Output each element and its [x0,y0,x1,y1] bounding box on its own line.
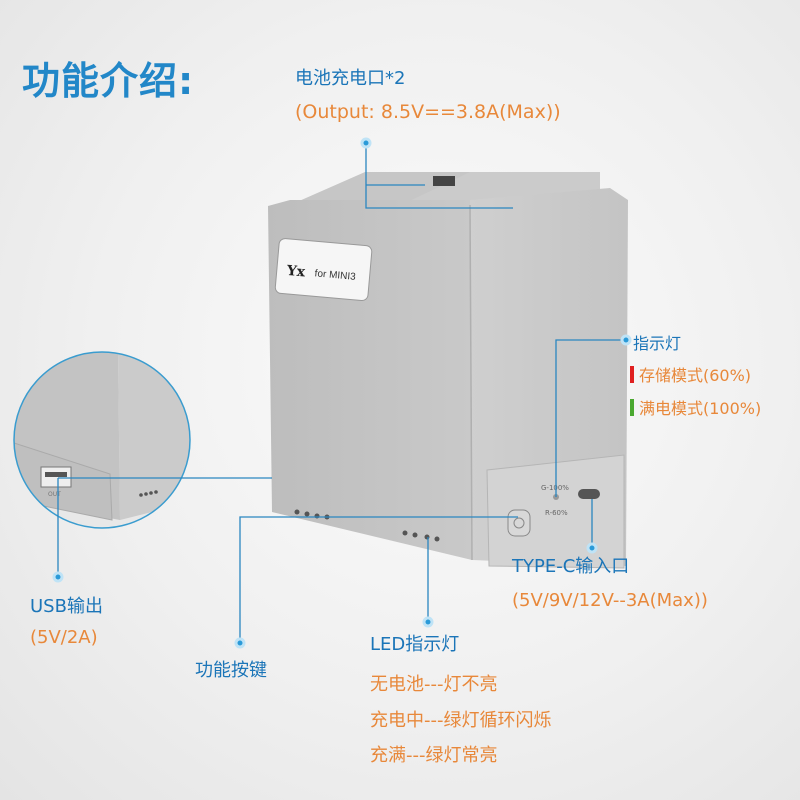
svg-text:G-100%: G-100% [541,484,569,492]
function-button-shape [507,509,531,537]
green-bar-icon [630,399,634,416]
led-state: 充满---绿灯常亮 [370,745,498,766]
brand-logo: Yx [285,263,306,281]
led-state: 无电池---灯不亮 [370,674,498,695]
usb-label: USB输出 [30,596,103,617]
battery-port-label: 电池充电口*2 [295,68,406,89]
typec-port [578,489,600,499]
indicator-mode-full: 满电模式(100%) [630,395,761,419]
model-text: for MINI3 [314,268,356,283]
red-bar-icon [630,366,634,383]
brand-label: Yx for MINI3 [274,238,373,301]
indicator-mode-storage: 存储模式(60%) [630,362,751,386]
typec-spec: (5V/9V/12V--3A(Max)) [512,590,708,611]
svg-text:OUT: OUT [48,491,61,498]
led-state: 充电中---绿灯循环闪烁 [370,710,552,731]
led-dots [294,509,440,542]
led-label: LED指示灯 [370,634,460,655]
page-title: 功能介绍: [22,59,195,103]
usb-zoom-circle [14,352,190,528]
function-button-label: 功能按键 [195,660,267,681]
leader-lines [57,143,626,643]
indicator-label: 指示灯 [633,334,682,353]
port-panel [486,454,625,569]
leader-dots [52,137,632,649]
typec-label: TYPE-C输入口 [512,556,630,577]
battery-port-spec: (Output: 8.5V==3.8A(Max)) [295,101,561,123]
svg-text:R-60%: R-60% [545,509,568,517]
usb-spec: (5V/2A) [30,627,98,648]
